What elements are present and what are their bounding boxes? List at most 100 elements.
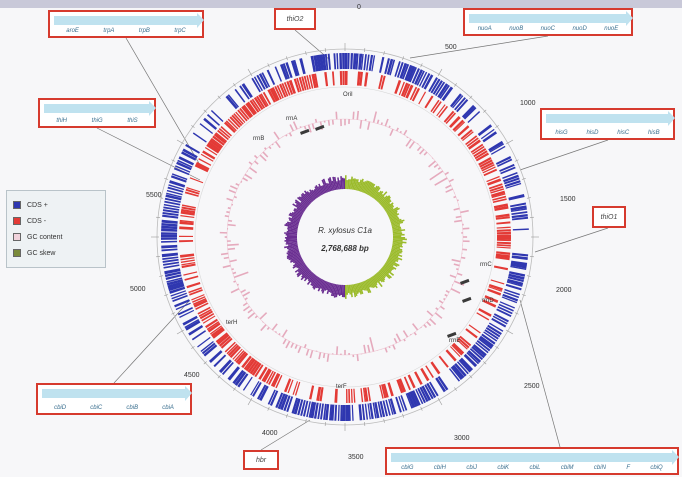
gc-content-bar bbox=[244, 297, 248, 301]
cds-plus-mark bbox=[501, 296, 518, 304]
gc-skew-bar bbox=[340, 284, 343, 296]
gc-skew-bar bbox=[343, 178, 345, 190]
cds-plus-mark bbox=[409, 67, 418, 83]
cds-plus-mark bbox=[164, 271, 182, 278]
gc-skew-bar bbox=[347, 284, 350, 294]
cds-minus-mark bbox=[445, 112, 456, 124]
gc-content-bar bbox=[233, 280, 236, 283]
cds-minus-mark bbox=[490, 188, 505, 194]
rrna-marker bbox=[460, 278, 470, 285]
gc-skew-bar bbox=[364, 280, 372, 293]
cds-minus-mark bbox=[353, 388, 356, 403]
cds-minus-mark bbox=[233, 113, 244, 125]
gc-content-bar bbox=[434, 312, 443, 319]
gc-skew-bar bbox=[359, 181, 365, 192]
gc-skew-bar bbox=[333, 284, 338, 298]
cds-plus-mark bbox=[279, 63, 289, 80]
cds-plus-mark bbox=[504, 180, 521, 188]
cds-plus-mark bbox=[174, 299, 190, 308]
cds-minus-mark bbox=[206, 143, 220, 154]
gc-skew-bar bbox=[326, 282, 331, 291]
cds-minus-mark bbox=[184, 191, 199, 197]
cds-minus-mark bbox=[184, 275, 199, 281]
cds-plus-mark bbox=[165, 274, 182, 280]
gc-content-bar bbox=[412, 323, 419, 331]
cds-plus-mark bbox=[385, 399, 391, 416]
gc-skew-bar bbox=[365, 279, 371, 288]
gc-content-bar bbox=[303, 125, 307, 130]
cds-minus-mark bbox=[398, 378, 407, 393]
gc-skew-bar bbox=[383, 264, 393, 271]
cds-minus-mark bbox=[348, 388, 351, 403]
gc-skew-bar bbox=[288, 243, 298, 246]
gc-skew-bar bbox=[348, 179, 352, 190]
cds-plus-mark bbox=[166, 278, 183, 286]
cds-plus-mark bbox=[173, 167, 190, 176]
scale-tick bbox=[191, 346, 195, 349]
cds-plus-mark bbox=[480, 128, 495, 140]
gc-content-bar bbox=[359, 120, 363, 129]
cds-minus-mark bbox=[478, 308, 492, 317]
gc-skew-bar bbox=[367, 183, 376, 196]
scale-tick bbox=[469, 95, 473, 99]
cds-plus-mark bbox=[164, 200, 181, 206]
gc-content-bar bbox=[292, 121, 298, 130]
cds-minus-mark bbox=[451, 344, 463, 356]
cds-minus-mark bbox=[411, 87, 421, 102]
cds-plus-mark bbox=[415, 389, 424, 405]
cds-minus-mark bbox=[457, 125, 470, 137]
cds-minus-mark bbox=[241, 105, 253, 119]
gc-content-bar bbox=[274, 141, 281, 149]
cds-minus-mark bbox=[301, 76, 307, 91]
cds-plus-mark bbox=[327, 53, 331, 70]
gc-content-bar bbox=[445, 290, 450, 294]
cds-plus-mark bbox=[500, 166, 516, 175]
legend-label: GC content bbox=[27, 233, 63, 241]
connector-line bbox=[409, 35, 549, 59]
cds-plus-mark bbox=[512, 252, 529, 257]
cds-plus-mark bbox=[395, 396, 402, 413]
cds-plus-mark bbox=[171, 292, 187, 300]
gc-skew-bar bbox=[386, 206, 399, 215]
gc-skew-bar bbox=[352, 178, 356, 190]
cds-plus-mark bbox=[293, 59, 300, 76]
cds-plus-mark bbox=[386, 58, 394, 75]
gene-label: nuoA bbox=[477, 26, 492, 32]
cds-plus-mark bbox=[510, 263, 527, 269]
legend-swatch bbox=[13, 249, 21, 257]
cds-plus-mark bbox=[432, 80, 443, 95]
gc-content-bar bbox=[335, 111, 338, 120]
cds-plus-mark bbox=[437, 375, 449, 391]
cds-plus-mark bbox=[379, 56, 385, 73]
gc-content-bar bbox=[247, 309, 253, 314]
gc-content-bar bbox=[369, 337, 375, 352]
cds-minus-mark bbox=[490, 279, 505, 285]
cds-plus-mark bbox=[469, 348, 484, 361]
gc-skew-bar bbox=[378, 196, 385, 204]
cds-minus-mark bbox=[319, 387, 324, 402]
cds-plus-mark bbox=[241, 83, 253, 99]
cds-minus-mark bbox=[218, 335, 231, 347]
cds-minus-mark bbox=[324, 72, 329, 87]
scale-tick bbox=[526, 275, 531, 277]
cds-plus-mark bbox=[404, 64, 413, 81]
cds-plus-mark bbox=[405, 393, 413, 409]
gc-skew-bar bbox=[284, 232, 298, 235]
cds-plus-mark bbox=[347, 53, 350, 70]
gene-label: hisB bbox=[647, 130, 660, 136]
cds-plus-mark bbox=[358, 53, 363, 70]
cds-plus-mark bbox=[510, 208, 527, 212]
gc-content-bar bbox=[253, 154, 258, 159]
gc-skew-bar bbox=[377, 191, 388, 203]
outer-scale-circle bbox=[156, 48, 534, 426]
cds-plus-mark bbox=[368, 54, 374, 71]
gc-content-bar bbox=[395, 333, 402, 342]
cds-minus-mark bbox=[414, 371, 423, 385]
cds-plus-mark bbox=[164, 268, 181, 275]
cds-plus-mark bbox=[471, 346, 485, 359]
gc-content-bar bbox=[408, 141, 416, 149]
cds-plus-mark bbox=[161, 240, 178, 243]
gc-skew-bar bbox=[292, 257, 303, 264]
cds-plus-mark bbox=[161, 252, 179, 258]
cds-plus-mark bbox=[507, 278, 524, 286]
